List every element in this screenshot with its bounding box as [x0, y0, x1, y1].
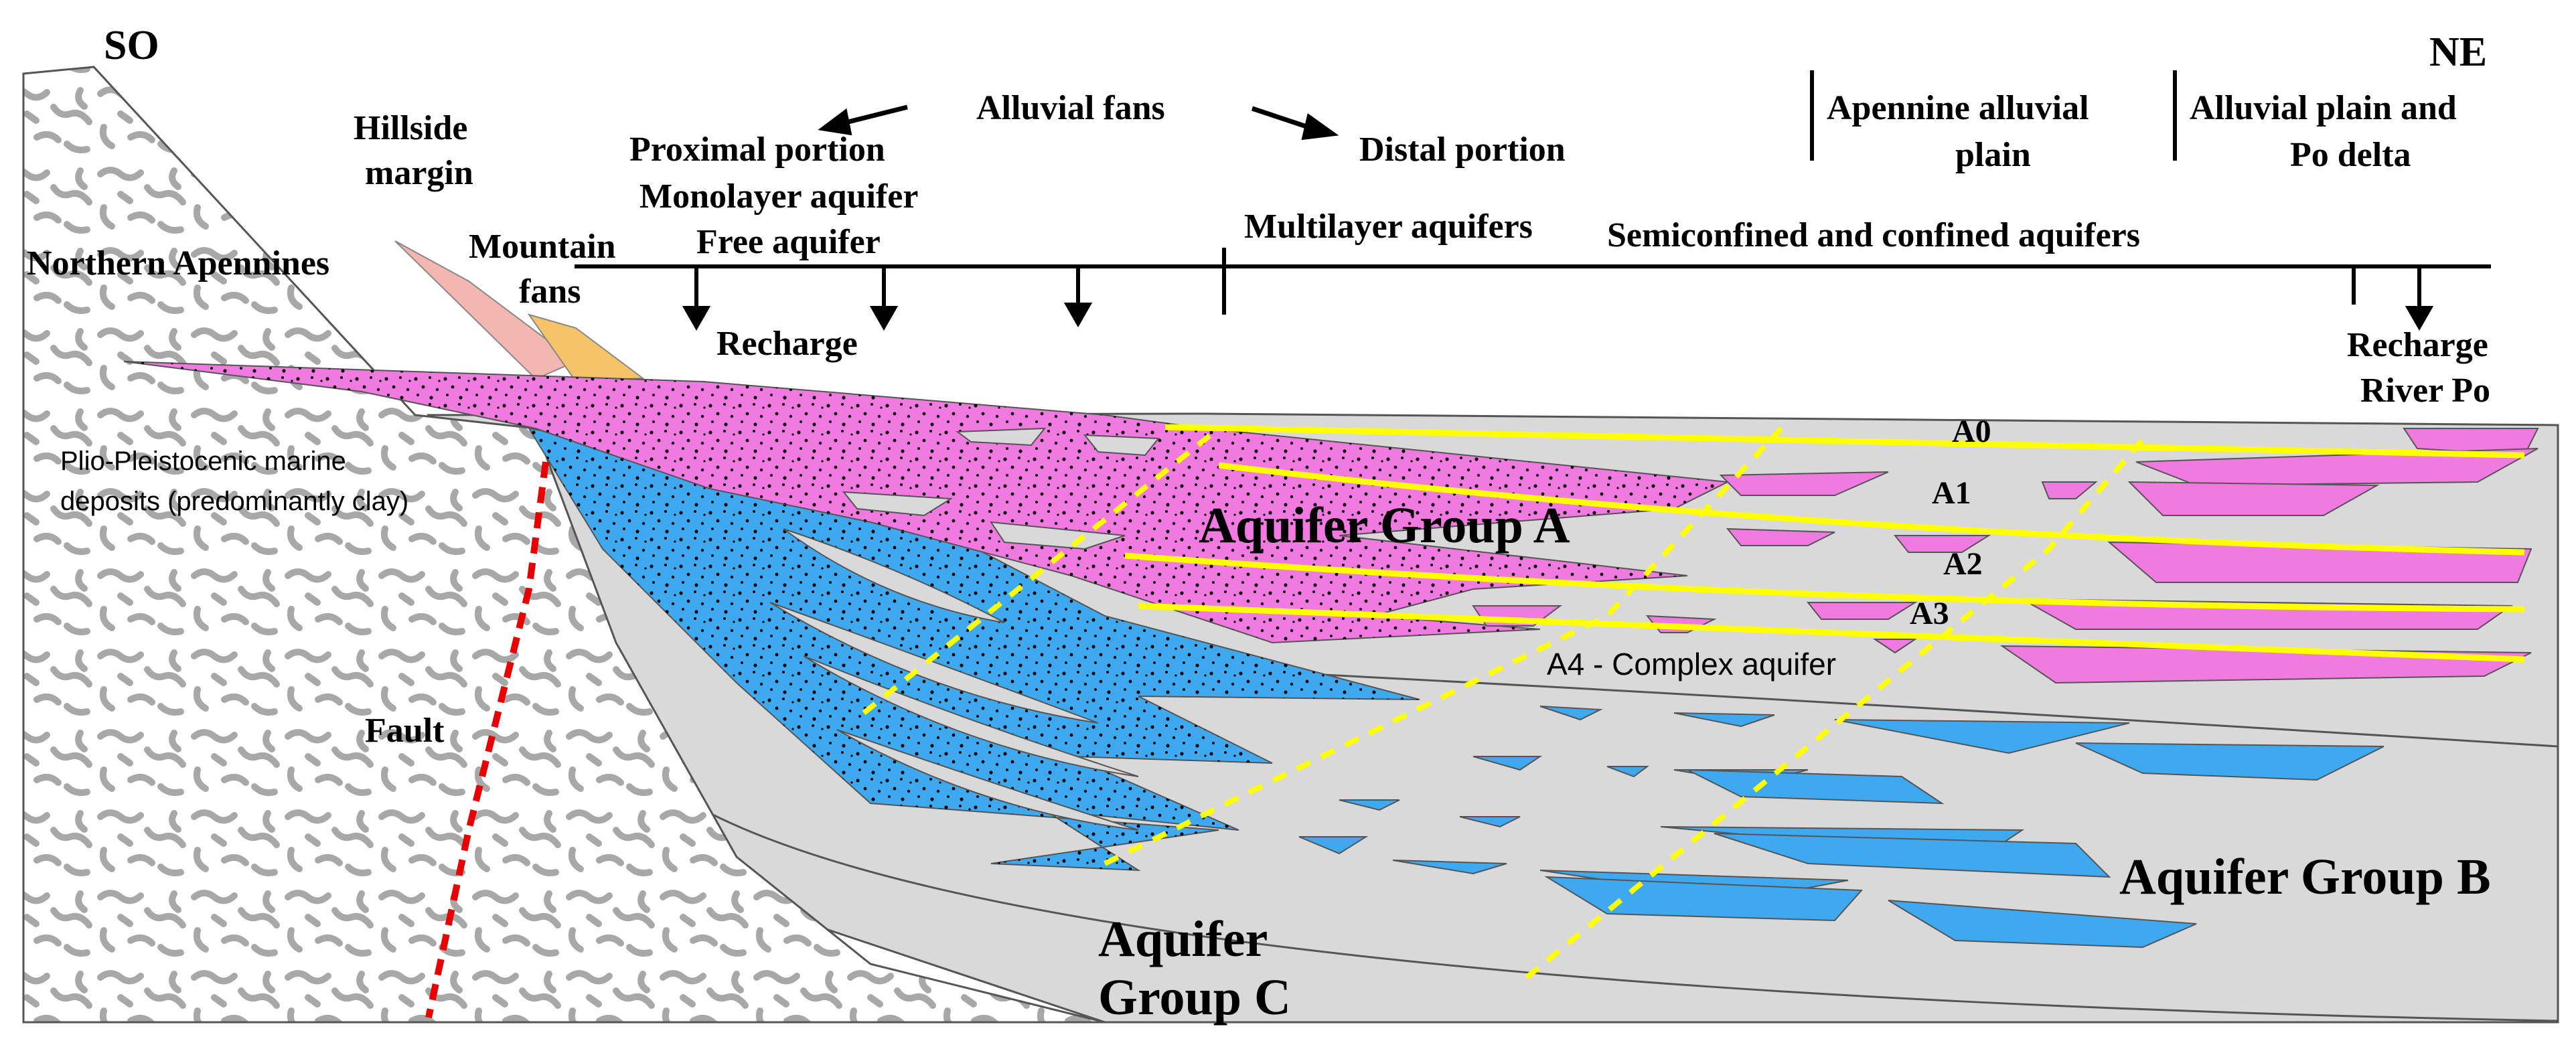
apennine-plain-label-line1: Apennine alluvial	[1827, 89, 2089, 127]
aquifer-group-c-label-line2: Group C	[1098, 969, 1291, 1026]
proximal-portion-label: Proximal portion	[629, 131, 885, 169]
marine-deposits-label-line1: Plio-Pleistocenic marine	[60, 447, 346, 476]
aquifer-a4-label: A4 - Complex aquifer	[1547, 647, 1836, 681]
recharge-arrows	[682, 266, 2434, 331]
aquifer-boundaries	[1124, 424, 2525, 663]
direction-ne: NE	[2429, 29, 2487, 75]
multilayer-aquifers-label: Multilayer aquifers	[1244, 208, 1533, 246]
mountain-fans-deposit	[527, 313, 645, 383]
apennine-plain-label-line2: plain	[1955, 136, 2031, 174]
clay-lenses-group-b	[769, 528, 1139, 831]
hillside-margin-label-line1: Hillside	[354, 109, 467, 147]
semiconfined-aquifers-label: Semiconfined and confined aquifers	[1607, 216, 2140, 254]
northern-apennines-label: Northern Apennines	[27, 244, 329, 283]
boundary-a3	[1138, 602, 2525, 663]
aquifer-a1-label: A1	[1932, 475, 1971, 511]
boundary-a2	[1124, 552, 2525, 613]
boundary-a0	[1164, 424, 2525, 459]
group-c-base-line	[669, 789, 2559, 1022]
surface-profile	[575, 70, 2491, 315]
aquifer-group-c-label-line1: Aquifer	[1098, 911, 1268, 967]
aquifer-a0-label: A0	[1952, 414, 1991, 449]
aquifer-a3-label: A3	[1910, 596, 1949, 631]
direction-arrows	[818, 104, 1339, 141]
marine-deposits-label-line2: deposits (predominantly clay)	[60, 487, 408, 516]
recharge-river-po-label-line1: Recharge	[2347, 326, 2488, 364]
mountain-fans-label-line2: fans	[519, 272, 581, 311]
direction-so: SO	[104, 23, 159, 68]
po-plain-label-line2: Po delta	[2290, 136, 2411, 174]
group-b-distal-lenses	[1298, 706, 2384, 949]
recharge-river-po-label-line2: River Po	[2360, 372, 2490, 410]
clay-lenses-group-a	[842, 427, 1160, 550]
hillside-margin-label-line2: margin	[365, 154, 473, 192]
aquifer-group-b-label: Aquifer Group B	[2119, 849, 2491, 905]
monolayer-aquifer-label: Monolayer aquifer	[639, 177, 918, 216]
group-divider-lines	[862, 426, 2152, 980]
aquifer-group-a-label: Aquifer Group A	[1199, 497, 1570, 554]
mountain-fans-label-line1: Mountain	[469, 228, 616, 266]
alluvial-fans-label: Alluvial fans	[976, 89, 1165, 127]
aquifer-a2-label: A2	[1943, 546, 1983, 582]
fault-line	[425, 461, 549, 1019]
recharge-label: Recharge	[716, 325, 858, 363]
boundary-a1	[1218, 462, 2525, 556]
po-plain-label-line1: Alluvial plain and	[2190, 89, 2457, 127]
distal-portion-label: Distal portion	[1359, 131, 1566, 169]
fault-label: Fault	[365, 712, 445, 750]
northern-apennines-bedrock	[22, 66, 1106, 1024]
aquifer-group-b-proximal-speckle	[529, 428, 1420, 870]
free-aquifer-label: Free aquifer	[696, 223, 881, 261]
